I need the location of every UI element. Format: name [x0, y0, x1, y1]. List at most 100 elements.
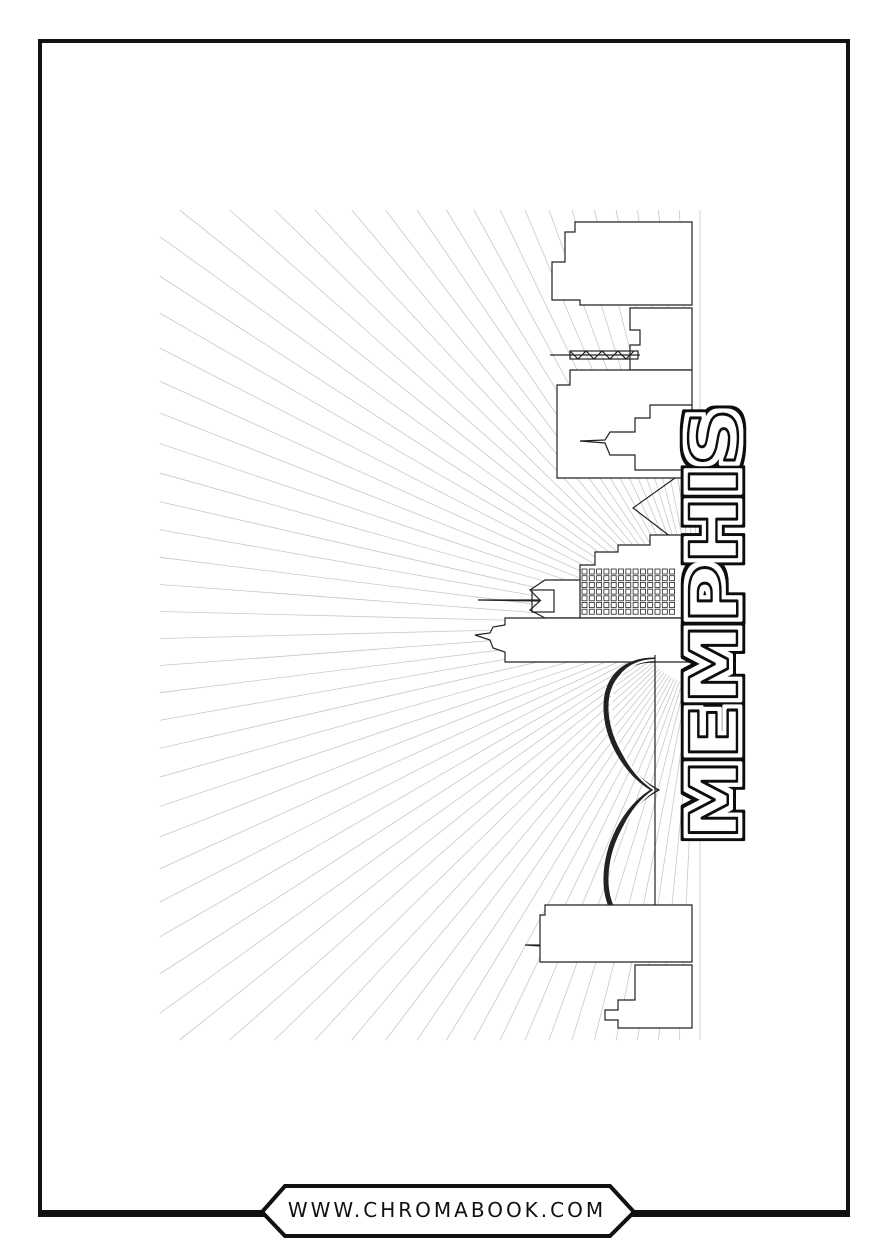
window — [625, 582, 632, 588]
ray — [159, 275, 650, 593]
window — [618, 582, 624, 588]
ray — [499, 678, 675, 1041]
ray — [179, 662, 654, 1041]
window — [588, 602, 595, 608]
website-label: WWW.CHROMABOOK.COM — [287, 1198, 607, 1222]
window — [647, 582, 654, 588]
window — [596, 595, 602, 602]
window — [603, 582, 610, 588]
footer-banner — [38, 1184, 846, 1238]
window — [669, 588, 675, 595]
window — [654, 575, 661, 582]
ray — [159, 643, 644, 807]
window — [581, 588, 588, 595]
window — [647, 575, 654, 582]
window — [661, 608, 668, 615]
window — [603, 568, 610, 575]
window — [654, 595, 661, 602]
window — [618, 608, 624, 615]
ray — [159, 380, 646, 601]
window — [661, 568, 668, 575]
window — [647, 602, 654, 608]
ray — [159, 659, 652, 1014]
window — [618, 575, 624, 582]
ray — [446, 675, 670, 1041]
window — [640, 608, 646, 615]
ray — [593, 683, 686, 1041]
ray — [274, 209, 658, 584]
window — [632, 575, 639, 582]
window — [625, 568, 632, 575]
window — [632, 595, 639, 602]
ray — [571, 682, 683, 1041]
window — [669, 582, 675, 588]
ray — [159, 657, 650, 975]
window-block — [531, 589, 555, 613]
window — [654, 588, 661, 595]
window — [610, 602, 617, 608]
window — [654, 602, 661, 608]
window — [610, 582, 617, 588]
window — [618, 602, 624, 608]
window — [647, 588, 654, 595]
window — [588, 588, 595, 595]
window — [654, 582, 661, 588]
window — [640, 602, 646, 608]
window — [632, 608, 639, 615]
window — [647, 608, 654, 615]
antenna-tower — [550, 350, 640, 360]
window — [603, 575, 610, 582]
spire-building — [579, 404, 692, 471]
window — [596, 575, 602, 582]
ray — [615, 683, 689, 1041]
window — [610, 568, 617, 575]
ray — [159, 640, 643, 778]
window — [588, 608, 595, 615]
ray — [548, 681, 680, 1041]
window — [647, 568, 654, 575]
ray — [159, 652, 647, 903]
window — [669, 568, 675, 575]
building — [604, 964, 693, 1029]
window — [588, 568, 595, 575]
window — [618, 595, 624, 602]
ray — [274, 666, 658, 1041]
window — [661, 582, 668, 588]
window — [618, 588, 624, 595]
pyramid — [631, 477, 676, 541]
ray — [159, 646, 645, 838]
tower — [474, 617, 693, 663]
ray — [179, 209, 654, 588]
window — [661, 575, 668, 582]
ray — [159, 236, 652, 591]
ray — [159, 347, 647, 598]
ray — [159, 412, 645, 604]
building — [551, 221, 693, 306]
ray — [351, 209, 662, 580]
ray — [314, 668, 660, 1041]
window — [603, 595, 610, 602]
window — [640, 588, 646, 595]
window — [581, 595, 588, 602]
window — [669, 608, 675, 615]
window — [588, 595, 595, 602]
window — [596, 608, 602, 615]
window — [603, 588, 610, 595]
window — [625, 608, 632, 615]
ray — [159, 649, 646, 870]
ray — [385, 672, 665, 1041]
window — [625, 588, 632, 595]
window — [581, 602, 588, 608]
ray — [159, 443, 644, 607]
window — [654, 568, 661, 575]
building — [629, 307, 693, 371]
ray — [385, 209, 665, 578]
window — [661, 588, 668, 595]
ray — [229, 664, 656, 1041]
window — [669, 602, 675, 608]
window — [669, 575, 675, 582]
window — [596, 602, 602, 608]
window — [588, 575, 595, 582]
